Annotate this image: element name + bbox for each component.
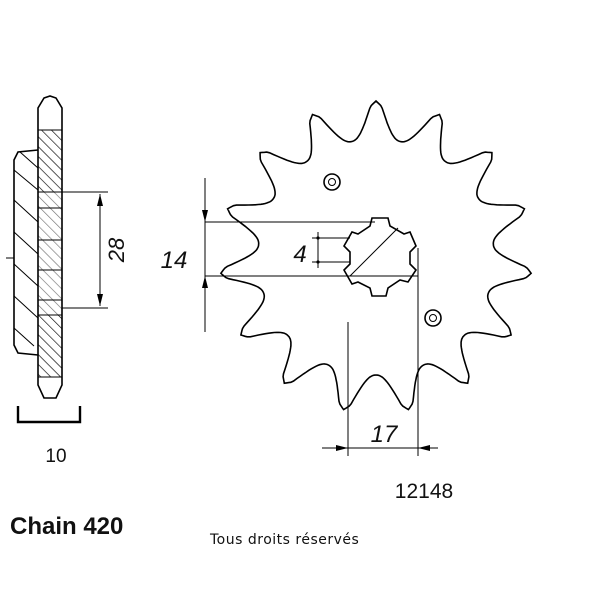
side-section-view xyxy=(6,95,63,399)
hub-hatch xyxy=(38,192,62,315)
dimension-28-label: 28 xyxy=(104,237,129,263)
dimension-14-label: 14 xyxy=(161,247,188,274)
copyright-notice: Tous droits réservés xyxy=(209,532,359,548)
lower-hatch xyxy=(38,315,62,377)
bolt-hole-lower xyxy=(424,309,442,327)
upper-hatch xyxy=(38,130,62,192)
bolt-hole-upper xyxy=(323,173,341,191)
dimension-17: 17 xyxy=(322,248,438,456)
dimension-10: 10 xyxy=(16,406,82,467)
sprocket-outline xyxy=(219,99,533,411)
spline-hole xyxy=(343,217,418,297)
dimension-4-label: 4 xyxy=(293,241,306,268)
part-number: 12148 xyxy=(395,480,453,503)
hub-protrusion xyxy=(13,149,39,356)
chain-label: Chain 420 xyxy=(10,513,123,540)
dimension-28: 28 xyxy=(62,191,129,309)
dimension-4: 4 xyxy=(293,232,350,268)
dimension-14: 14 xyxy=(161,178,418,332)
dimension-17-label: 17 xyxy=(371,421,399,448)
dimension-10-label: 10 xyxy=(45,446,66,467)
sprocket-front-view xyxy=(219,99,533,411)
